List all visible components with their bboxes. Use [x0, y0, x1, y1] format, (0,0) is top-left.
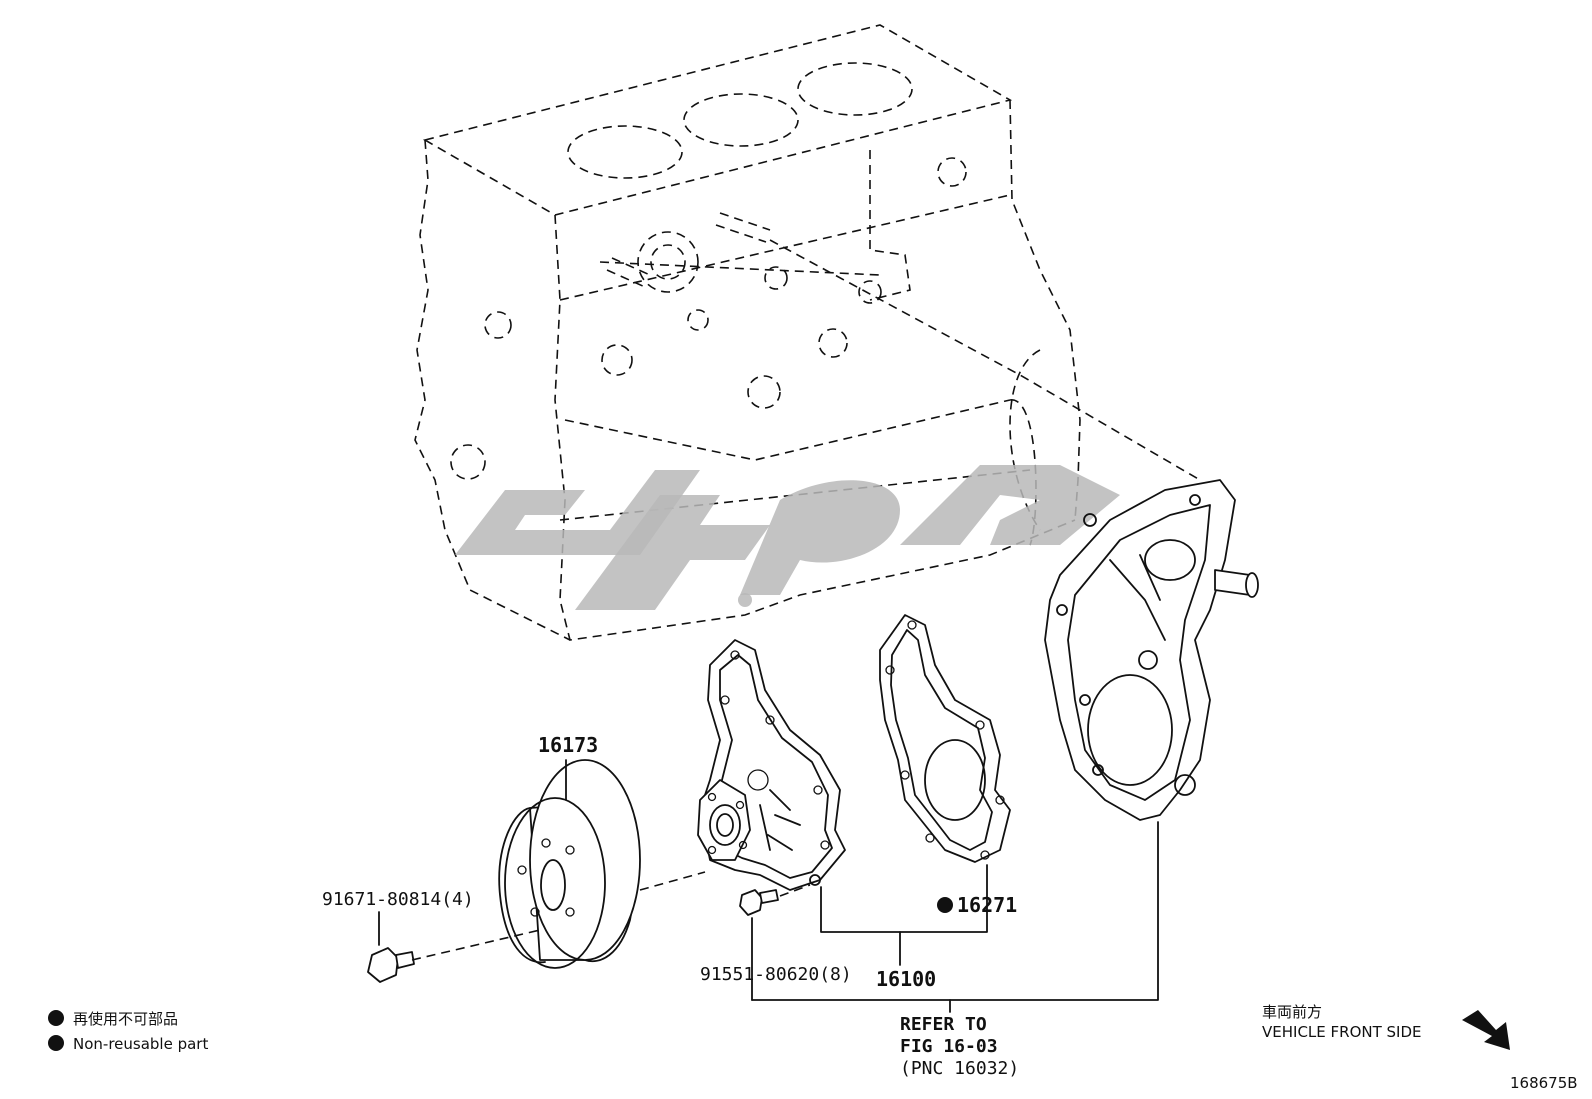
pulley-16173	[498, 759, 641, 969]
vehicle-front-indicator: 車両前方 VEHICLE FRONT SIDE	[1262, 1003, 1510, 1050]
legend-bullet-icon	[48, 1010, 64, 1026]
water-pump-16100	[697, 639, 846, 891]
legend-japanese: 再使用不可部品	[73, 1010, 178, 1028]
refer-line-2: FIG 16-03	[900, 1036, 998, 1057]
legend-english: Non-reusable part	[73, 1035, 208, 1053]
watermark-logo	[455, 465, 1120, 610]
part-number-16173: 16173	[538, 733, 598, 757]
part-number-pump-bolt: 91551-80620(8)	[700, 964, 852, 985]
part-number-16271: 16271	[957, 893, 1017, 917]
water-pump-housing	[1044, 479, 1259, 821]
part-number-16100: 16100	[876, 967, 936, 991]
illustration-number: 168675B	[1510, 1074, 1578, 1092]
direction-english: VEHICLE FRONT SIDE	[1262, 1023, 1422, 1041]
refer-line-3: (PNC 16032)	[900, 1058, 1019, 1079]
legend-bullet-icon	[48, 1035, 64, 1051]
pulley-bolt	[367, 947, 415, 983]
non-reusable-marker	[937, 897, 953, 913]
leader-lines	[378, 759, 1159, 1013]
gasket-16271	[879, 614, 1011, 863]
direction-japanese: 車両前方	[1262, 1003, 1322, 1021]
direction-arrow-icon	[1462, 1010, 1510, 1050]
pump-bolt	[739, 889, 779, 916]
refer-line-1: REFER TO	[900, 1014, 987, 1035]
legend: 再使用不可部品 Non-reusable part	[48, 1010, 208, 1053]
part-number-pulley-bolt: 91671-80814(4)	[322, 889, 474, 910]
